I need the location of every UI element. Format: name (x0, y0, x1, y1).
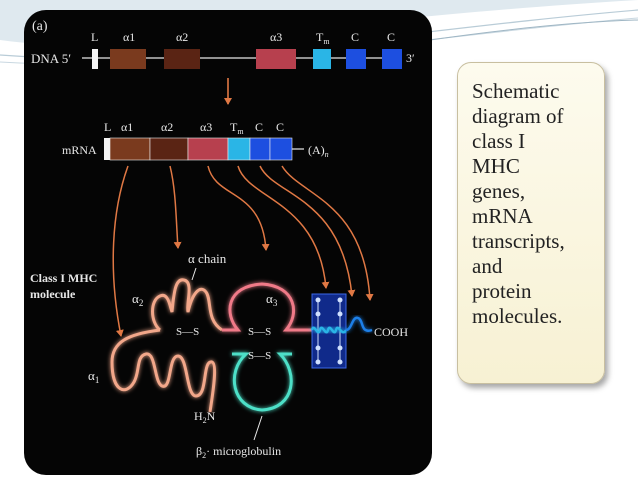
mhc-diagram-panel: (a) DNA 5′ 3′ L α1 α2 α3 Tm C C mRNA (24, 10, 432, 475)
disulfide-bond-3: S—S (248, 350, 271, 362)
alpha2-label: α2 (132, 291, 143, 308)
mrna-alpha2 (149, 137, 189, 161)
dna-gene-map: DNA 5′ 3′ L α1 α2 α3 Tm C C (31, 30, 415, 69)
alpha1-label: α1 (88, 368, 99, 385)
mrna-alpha3 (187, 137, 229, 161)
transmembrane-helix (310, 326, 348, 334)
cell-membrane (310, 293, 373, 369)
mrna-alpha1 (109, 137, 151, 161)
mrna-seg-label-c1: C (255, 120, 263, 134)
dna-alpha1-exon (110, 49, 146, 69)
alpha3-label: α3 (266, 291, 278, 308)
dna-seg-label-c2: C (387, 30, 395, 44)
translation-arrows (112, 165, 374, 337)
mrna-seg-label-a3: α3 (200, 120, 212, 134)
alpha3-domain (222, 282, 312, 332)
dna-alpha2-exon (164, 49, 200, 69)
alpha1-domain (110, 328, 217, 413)
alpha-chain-label: α chain (188, 251, 227, 266)
disulfide-bond-2: S—S (248, 326, 271, 338)
mrna-polya-tail: (A)n (308, 143, 329, 159)
caption-box: Schematic diagram of class I MHC genes, … (457, 62, 605, 384)
alpha2-domain (151, 278, 223, 332)
mrna-seg-label-c2: C (276, 120, 284, 134)
dna-3prime-label: 3′ (406, 51, 415, 65)
mrna-seg-label-a2: α2 (161, 120, 173, 134)
b2-microglobulin-label: β2· microglobulin (196, 444, 281, 460)
mrna-tm (227, 137, 251, 161)
dna-seg-label-a2: α2 (176, 30, 188, 44)
panel-label: (a) (32, 19, 48, 34)
arrow-c1 (259, 165, 356, 297)
b2-microglobulin-domain (232, 352, 293, 412)
arrow-c2 (281, 165, 374, 301)
arrow-tm (237, 165, 330, 289)
mrna-seg-label-a1: α1 (121, 120, 133, 134)
dna-seg-label-a3: α3 (270, 30, 282, 44)
mrna-leader (104, 138, 110, 160)
mrna-c1 (249, 137, 271, 161)
dna-seg-label-l: L (91, 30, 98, 44)
dna-seg-label-c1: C (351, 30, 359, 44)
class-i-mhc-molecule: Class I MHC molecule α chain α2 α1 H2N S… (30, 251, 408, 460)
arrow-alpha2 (169, 165, 182, 249)
cooh-label: COOH (374, 325, 408, 339)
dna-c1-exon (346, 49, 366, 69)
dna-tm-exon (313, 49, 331, 69)
dna-alpha3-exon (256, 49, 296, 69)
dna-seg-label-tm: Tm (316, 30, 330, 46)
dna-c2-exon (382, 49, 402, 69)
mrna-transcript: mRNA (A)n L α1 α2 α3 Tm C C (62, 120, 329, 161)
molecule-label-line2: molecule (30, 287, 76, 301)
mrna-label: mRNA (62, 143, 97, 157)
h2n-label: H2N (194, 409, 216, 425)
arrow-alpha3 (207, 165, 270, 251)
mrna-seg-label-tm: Tm (230, 120, 244, 136)
mrna-seg-label-l: L (104, 120, 111, 134)
caption-text: Schematic diagram of class I MHC genes, … (472, 79, 565, 328)
mrna-c2 (269, 137, 293, 161)
dna-label: DNA 5′ (31, 51, 71, 66)
molecule-label-line1: Class I MHC (30, 271, 97, 285)
disulfide-bond-1: S—S (176, 326, 199, 338)
arrow-alpha1 (112, 165, 129, 337)
dna-seg-label-a1: α1 (123, 30, 135, 44)
cytoplasmic-tail (345, 316, 373, 332)
dna-leader-exon (92, 49, 98, 69)
